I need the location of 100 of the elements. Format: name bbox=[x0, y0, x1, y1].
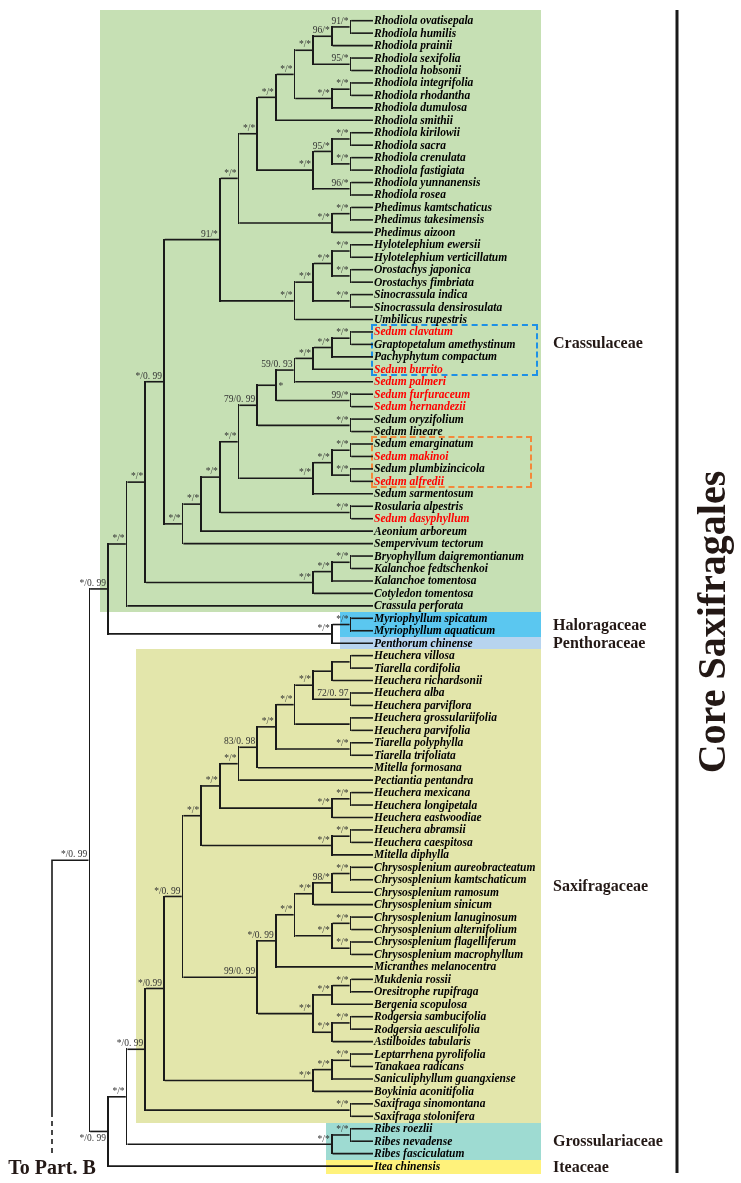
tree-branch bbox=[331, 854, 374, 856]
support-value: */* bbox=[224, 752, 237, 763]
support-value: */* bbox=[317, 834, 330, 845]
tree-branch bbox=[350, 1140, 374, 1142]
tree-node-line bbox=[293, 684, 296, 725]
tree-branch bbox=[331, 947, 351, 950]
support-value: 98/* bbox=[312, 872, 330, 883]
tree-node-line bbox=[330, 872, 333, 893]
tree-branch bbox=[350, 729, 374, 732]
tree-branch bbox=[350, 916, 374, 918]
tree-branch bbox=[350, 629, 374, 632]
tree-branch bbox=[331, 356, 374, 358]
tree-node-line bbox=[219, 177, 221, 302]
tree-branch bbox=[331, 26, 351, 28]
tree-node-line bbox=[125, 481, 128, 607]
support-value: */* bbox=[280, 903, 293, 914]
tree-branch bbox=[331, 212, 351, 215]
tree-branch bbox=[89, 1130, 108, 1133]
tree-node-line bbox=[88, 588, 91, 1133]
tree-branch bbox=[257, 169, 314, 171]
tree-branch bbox=[350, 978, 374, 981]
tree-node-line bbox=[349, 555, 352, 570]
taxon-name: Sedum palmeri bbox=[374, 374, 446, 390]
tree-node-line bbox=[330, 1059, 333, 1080]
support-value: */* bbox=[187, 804, 200, 815]
tree-branch bbox=[163, 1079, 314, 1082]
tree-node-line bbox=[349, 505, 352, 520]
tree-branch bbox=[331, 107, 374, 109]
tree-branch bbox=[107, 633, 332, 635]
tree-branch bbox=[219, 300, 295, 302]
tree-branch bbox=[163, 238, 220, 241]
group-label: Core Saxifragales bbox=[691, 470, 732, 774]
tree-branch bbox=[350, 405, 374, 408]
support-value: */* bbox=[224, 167, 237, 178]
tree-node-line bbox=[349, 19, 352, 34]
support-value: */* bbox=[336, 974, 349, 985]
support-value: 72/0. 97 bbox=[317, 688, 349, 699]
tree-branch bbox=[350, 866, 374, 869]
support-value: */* bbox=[298, 347, 312, 358]
tree-branch bbox=[350, 928, 374, 931]
tree-branch bbox=[89, 588, 108, 590]
tree-branch bbox=[313, 346, 332, 349]
support-value: */* bbox=[298, 1069, 312, 1080]
tree-node-line bbox=[349, 654, 352, 669]
support-value: */* bbox=[336, 414, 349, 425]
tree-node-line bbox=[312, 570, 314, 595]
tree-node-line bbox=[200, 476, 202, 532]
support-value: */* bbox=[336, 937, 349, 948]
tree-branch bbox=[294, 318, 374, 321]
support-value: */0.99 bbox=[137, 977, 162, 988]
support-value: */0. 99 bbox=[60, 849, 88, 860]
tree-branch bbox=[238, 779, 374, 781]
tree-branch bbox=[163, 523, 183, 525]
taxon-name: Rosularia alpestris bbox=[374, 498, 464, 514]
tree-node-line bbox=[181, 503, 184, 545]
tree-branch bbox=[331, 891, 374, 893]
tree-node-line bbox=[349, 1127, 352, 1142]
tree-node-line bbox=[312, 882, 314, 906]
tree-branch bbox=[350, 219, 374, 221]
support-value: */* bbox=[336, 738, 349, 749]
part-label: To Part. B bbox=[8, 1156, 96, 1178]
support-value: */* bbox=[112, 1086, 125, 1096]
tree-node-line bbox=[275, 369, 277, 402]
tree-node-line bbox=[349, 1103, 352, 1118]
tree-branch bbox=[350, 829, 374, 831]
support-value: */* bbox=[224, 430, 237, 441]
tree-node-line bbox=[349, 866, 352, 881]
support-value: 59/0. 93 bbox=[261, 359, 293, 370]
tree-branch bbox=[350, 343, 374, 346]
taxon-name: Sinocrassula densirosulata bbox=[374, 299, 503, 315]
tree-branch bbox=[350, 804, 374, 806]
support-value: 99/* bbox=[331, 389, 349, 400]
tree-branch bbox=[331, 679, 374, 682]
tree-branch bbox=[331, 163, 351, 165]
support-value: */* bbox=[336, 1012, 349, 1023]
highlight-frame bbox=[371, 436, 532, 488]
tree-node-line bbox=[293, 281, 296, 321]
tree-node-line bbox=[330, 984, 333, 1006]
tree-branch bbox=[331, 661, 351, 663]
support-value: */0. 99 bbox=[79, 578, 106, 589]
taxon-name: Cotyledon tomentosa bbox=[374, 585, 474, 601]
support-value: */* bbox=[336, 78, 349, 89]
tree-branch bbox=[331, 580, 374, 582]
tree-node-line bbox=[144, 380, 147, 584]
tree-branch bbox=[350, 131, 374, 134]
support-value: */* bbox=[336, 265, 349, 276]
tree-branch bbox=[350, 617, 374, 620]
tree-branch bbox=[126, 481, 146, 483]
tree-branch bbox=[238, 222, 332, 224]
tree-branch bbox=[350, 82, 374, 84]
tree-branch bbox=[257, 726, 276, 728]
tree-branch bbox=[331, 231, 374, 234]
tree-node-line bbox=[330, 1134, 333, 1155]
tree-node-line bbox=[312, 994, 314, 1034]
tree-branch bbox=[51, 859, 90, 1154]
tree-branch bbox=[331, 138, 351, 140]
tree-node-line bbox=[330, 26, 333, 47]
tree-branch bbox=[331, 275, 351, 277]
tree-node-line bbox=[349, 829, 352, 844]
tree-branch bbox=[350, 144, 374, 146]
